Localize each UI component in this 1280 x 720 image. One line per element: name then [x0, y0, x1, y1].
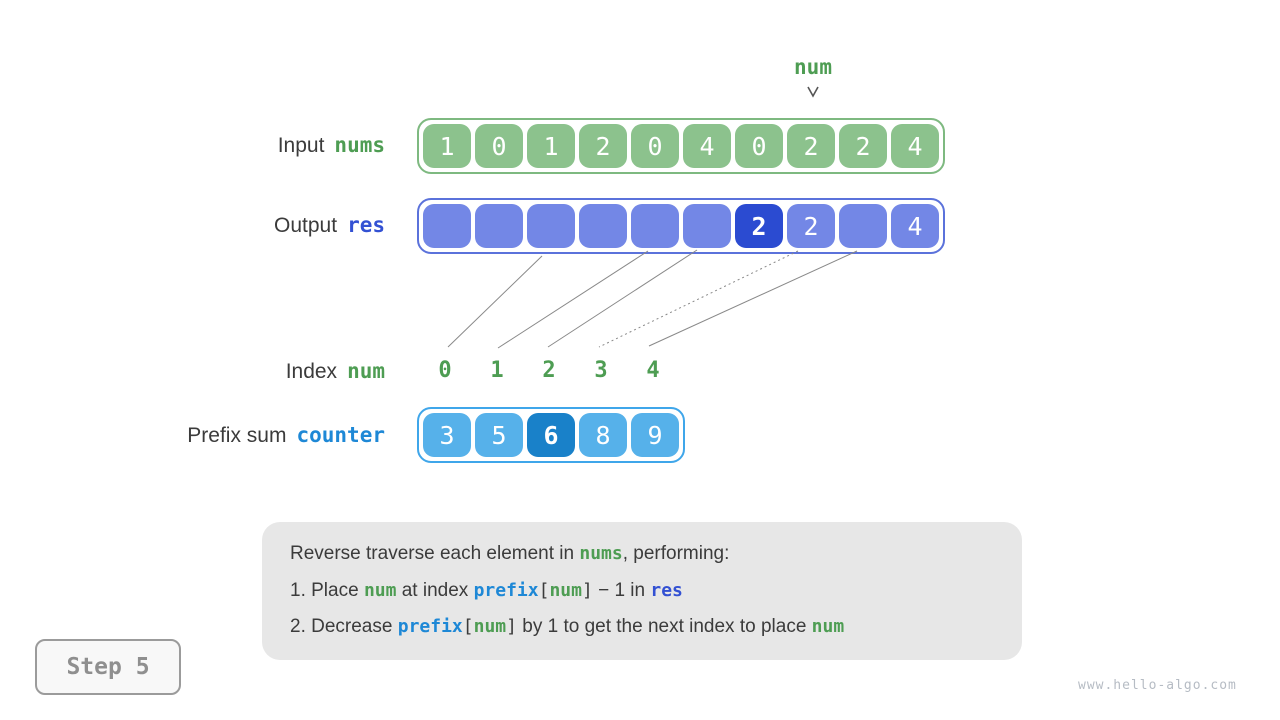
- step-button[interactable]: Step 5: [35, 639, 181, 695]
- note-text-segment: 1. Place: [290, 579, 364, 601]
- array-cell: [631, 204, 679, 248]
- array-cell: 0: [735, 124, 783, 168]
- note-text-segment: prefix: [397, 616, 463, 637]
- arrow-down-icon: [807, 86, 819, 98]
- num-pointer-label: num: [794, 55, 832, 79]
- note-text-segment: 2. Decrease: [290, 616, 398, 637]
- index-label: Index: [285, 360, 338, 383]
- explanation-note-box: Reverse traverse each element in nums, p…: [262, 522, 1022, 660]
- array-cell: [423, 204, 471, 248]
- index-value: 3: [594, 358, 608, 383]
- note-line: Reverse traverse each element in nums, p…: [290, 536, 994, 573]
- array-cell: 9: [631, 413, 679, 457]
- note-text-segment: res: [650, 579, 683, 601]
- array-cell: 1: [423, 124, 471, 168]
- prefix-sum-row-label: Prefix sum counter: [65, 423, 385, 448]
- note-text-segment: Reverse traverse each element in: [290, 543, 580, 564]
- output-array: 2 2 4: [417, 198, 945, 254]
- array-cell-highlighted: 2: [735, 204, 783, 248]
- note-text-segment: [: [462, 616, 474, 637]
- index-row-label: Index num: [65, 359, 385, 384]
- index-value: 2: [542, 358, 556, 383]
- prefix-sum-label: Prefix sum: [187, 424, 287, 447]
- note-line: 1. Place num at index prefix[num] − 1 in…: [290, 573, 994, 610]
- array-cell: 4: [891, 204, 939, 248]
- counter-variable-label: counter: [296, 423, 385, 447]
- nums-variable-label: nums: [334, 133, 385, 157]
- watermark: www.hello-algo.com: [1078, 678, 1237, 693]
- note-text-segment: ]: [581, 579, 593, 601]
- array-cell: 0: [475, 124, 523, 168]
- note-line: 2. Decrease prefix[num] by 1 to get the …: [290, 609, 994, 646]
- output-row-label: Output res: [65, 213, 385, 238]
- array-cell: 1: [527, 124, 575, 168]
- num-variable-label: num: [347, 359, 385, 383]
- array-cell: [475, 204, 523, 248]
- input-row-label: Input nums: [65, 133, 385, 158]
- array-cell: [579, 204, 627, 248]
- note-text-segment: at index: [396, 579, 474, 601]
- note-text-segment: nums: [579, 543, 623, 564]
- array-cell: [839, 204, 887, 248]
- note-text-segment: num: [811, 616, 845, 637]
- note-text-segment: num: [363, 579, 397, 601]
- index-value: 0: [438, 358, 452, 383]
- input-array: 1 0 1 2 0 4 0 2 2 4: [417, 118, 945, 174]
- array-cell: 5: [475, 413, 523, 457]
- res-variable-label: res: [347, 213, 385, 237]
- index-value: 4: [646, 358, 660, 383]
- array-cell: [683, 204, 731, 248]
- note-text-segment: num: [549, 579, 582, 601]
- counter-array: 3 5 6 8 9: [417, 407, 685, 463]
- array-cell: [527, 204, 575, 248]
- index-value: 1: [490, 358, 504, 383]
- input-label: Input: [277, 134, 325, 157]
- note-text-segment: num: [473, 616, 507, 637]
- note-text-segment: by 1 to get the next index to place: [516, 616, 812, 637]
- array-cell: 8: [579, 413, 627, 457]
- array-cell: 2: [579, 124, 627, 168]
- note-text-segment: ]: [506, 616, 517, 637]
- array-cell: 2: [787, 204, 835, 248]
- note-text-segment: prefix: [473, 579, 539, 601]
- output-label: Output: [274, 214, 338, 237]
- array-cell: 0: [631, 124, 679, 168]
- note-text-segment: [: [538, 579, 550, 601]
- array-cell: 4: [891, 124, 939, 168]
- note-text-segment: , performing:: [622, 543, 730, 564]
- array-cell-highlighted: 6: [527, 413, 575, 457]
- array-cell: 4: [683, 124, 731, 168]
- array-cell-pointed: 2: [787, 124, 835, 168]
- array-cell: 3: [423, 413, 471, 457]
- index-values-row: 0 1 2 3 4: [421, 358, 677, 383]
- note-text-segment: − 1 in: [592, 579, 651, 601]
- array-cell: 2: [839, 124, 887, 168]
